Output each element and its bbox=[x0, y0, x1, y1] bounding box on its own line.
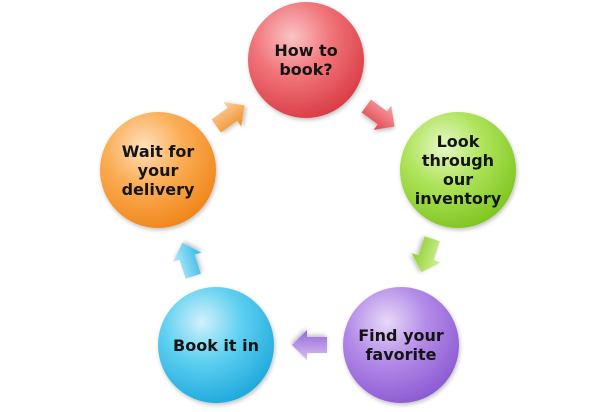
arrow-find-to-book bbox=[292, 330, 327, 360]
step-circle-book-it-in bbox=[158, 287, 274, 403]
arrow-how-to-look bbox=[361, 99, 395, 130]
step-circle-look-through bbox=[400, 112, 516, 228]
step-circle-find-favorite bbox=[343, 287, 459, 403]
arrow-wait-to-how bbox=[211, 102, 245, 133]
step-circle-wait-delivery bbox=[100, 112, 216, 228]
step-circle-how-to-book bbox=[248, 2, 364, 118]
arrow-book-to-wait bbox=[172, 242, 202, 279]
arrow-look-to-find bbox=[411, 236, 441, 273]
